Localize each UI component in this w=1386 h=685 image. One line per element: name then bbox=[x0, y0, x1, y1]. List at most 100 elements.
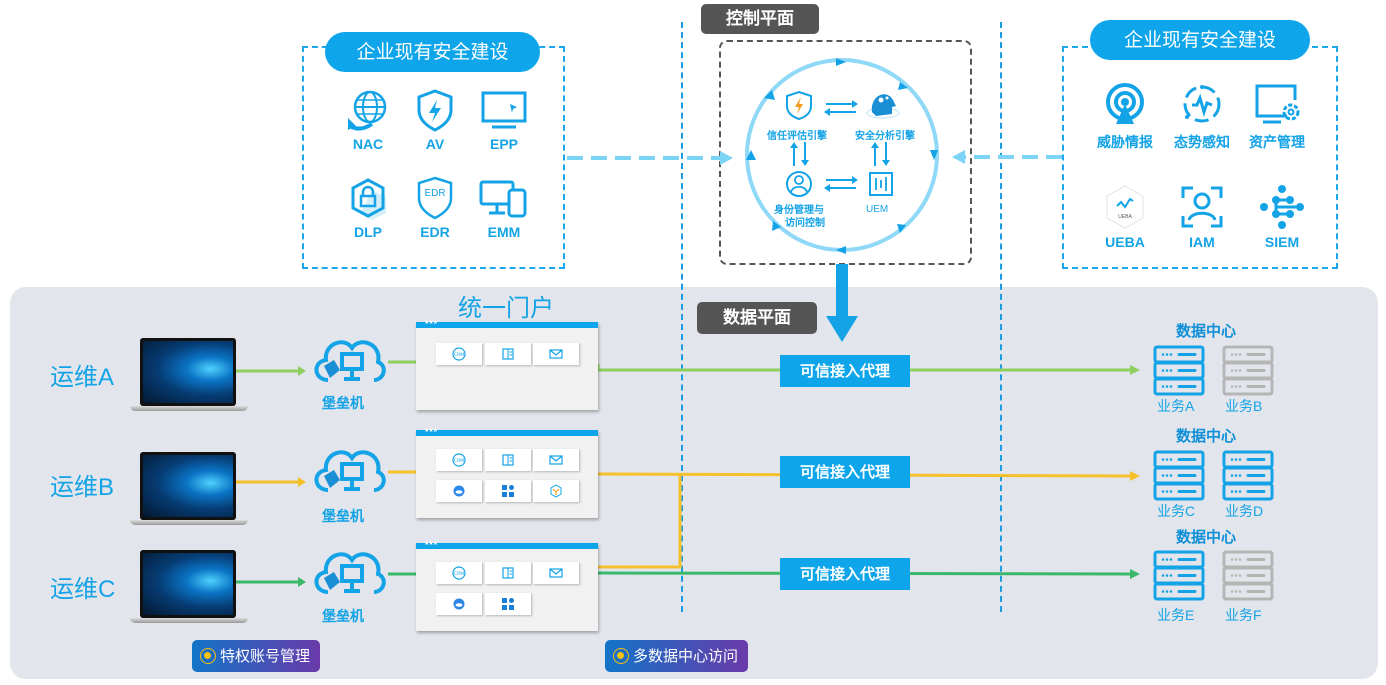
asset-mgmt-item: 资产管理 bbox=[1242, 82, 1312, 152]
service-label: 业务A bbox=[1157, 398, 1195, 414]
feature-multi-dc-access: 多数据中心访问 bbox=[605, 640, 749, 672]
laptop-b bbox=[130, 452, 248, 537]
cloud-icon bbox=[453, 598, 465, 610]
mail-tile[interactable] bbox=[533, 343, 579, 365]
feature-privileged-account: 特权账号管理 bbox=[192, 640, 321, 672]
user-c-label: 运维C bbox=[50, 576, 116, 603]
cloud-tile[interactable] bbox=[436, 480, 482, 502]
star-badge-icon bbox=[200, 648, 216, 664]
monitor-icon bbox=[481, 91, 527, 129]
pulse-icon bbox=[1183, 85, 1221, 123]
siem-label: SIEM bbox=[1264, 234, 1300, 250]
analysis-engine-label: 安全分析引擎 bbox=[855, 131, 915, 142]
window-dots: ★★★ bbox=[424, 427, 438, 434]
situation-awareness-label: 态势感知 bbox=[1174, 134, 1230, 150]
bastion-label-c: 堡垒机 bbox=[322, 609, 364, 625]
network-icon bbox=[1260, 185, 1304, 229]
ueba-label: UEBA bbox=[1105, 234, 1145, 250]
face-id-icon bbox=[1181, 186, 1223, 228]
crm-icon: CRM bbox=[452, 566, 466, 580]
apps-icon bbox=[502, 485, 514, 497]
cloud-icon bbox=[453, 485, 465, 497]
dlp-label: DLP bbox=[354, 224, 382, 240]
crm-tile[interactable]: CRM bbox=[436, 343, 482, 365]
nac-label: NAC bbox=[352, 136, 384, 152]
portal-window-a: ★★★ CRM bbox=[416, 319, 598, 410]
server-icon bbox=[1153, 345, 1205, 397]
data-center-title-1: 数据中心 bbox=[1176, 322, 1237, 340]
trusted-access-proxy-b: 可信接入代理 bbox=[780, 456, 910, 488]
server-icon bbox=[1222, 550, 1274, 602]
feature-label: 多数据中心访问 bbox=[633, 647, 739, 665]
bastion-cloud-icon-a bbox=[314, 340, 386, 382]
portal-title: 统一门户 bbox=[458, 294, 554, 322]
cloud-tile[interactable] bbox=[436, 593, 482, 615]
av-item: AV bbox=[400, 88, 470, 152]
threat-intel-item: 威胁情报 bbox=[1090, 82, 1160, 152]
bastion-label-b: 堡垒机 bbox=[322, 509, 364, 525]
monitor-gear-icon bbox=[1255, 84, 1300, 124]
server-icon bbox=[1222, 450, 1274, 502]
dlp-item: DLP bbox=[333, 176, 403, 240]
edr-item: EDR EDR bbox=[400, 176, 470, 240]
window-dots: ★★★ bbox=[424, 540, 438, 547]
edr-shield-icon: EDR bbox=[417, 176, 453, 220]
contacts-tile[interactable] bbox=[485, 562, 531, 584]
svg-text:CRM: CRM bbox=[454, 458, 464, 464]
ueba-item: UEBA UEBA bbox=[1090, 184, 1160, 250]
user-a-label: 运维A bbox=[50, 364, 115, 391]
mail-icon bbox=[549, 349, 563, 359]
epp-label: EPP bbox=[489, 136, 518, 152]
portal-window-c: ★★★ CRM bbox=[416, 540, 598, 631]
mail-icon bbox=[549, 455, 563, 465]
feature-label: 特权账号管理 bbox=[220, 647, 311, 665]
right-security-title: 企业现有安全建设 bbox=[1090, 20, 1310, 60]
trusted-access-proxy-c: 可信接入代理 bbox=[780, 558, 910, 590]
service-label: 业务B bbox=[1225, 398, 1263, 414]
contacts-tile[interactable] bbox=[485, 343, 531, 365]
apps-tile[interactable] bbox=[485, 593, 531, 615]
service-label: 业务E bbox=[1157, 607, 1195, 623]
shield-bolt-icon bbox=[417, 89, 453, 132]
data-center-title-3: 数据中心 bbox=[1176, 528, 1237, 546]
box-tile[interactable] bbox=[533, 480, 579, 502]
situation-awareness-item: 态势感知 bbox=[1167, 82, 1237, 152]
data-plane-tag: 数据平面 bbox=[697, 302, 817, 334]
laptop-a bbox=[130, 338, 248, 423]
apps-tile[interactable] bbox=[485, 480, 531, 502]
uem-label: UEM bbox=[866, 204, 889, 215]
crm-tile[interactable]: CRM bbox=[436, 562, 482, 584]
lock-hexagon-icon bbox=[351, 178, 386, 220]
left-security-connector bbox=[567, 151, 733, 165]
identity-label-line1: 身份管理与 bbox=[774, 205, 824, 216]
iam-item: IAM bbox=[1167, 184, 1237, 250]
emm-label: EMM bbox=[487, 224, 521, 240]
trusted-access-proxy-a: 可信接入代理 bbox=[780, 355, 910, 387]
crm-icon: CRM bbox=[452, 347, 466, 361]
trust-engine-label: 信任评估引擎 bbox=[767, 131, 827, 142]
box-icon bbox=[550, 484, 562, 498]
contacts-icon bbox=[502, 567, 514, 579]
server-icon bbox=[1153, 450, 1205, 502]
contacts-tile[interactable] bbox=[485, 449, 531, 471]
mail-icon bbox=[549, 568, 563, 578]
contacts-icon bbox=[502, 348, 514, 360]
crm-tile[interactable]: CRM bbox=[436, 449, 482, 471]
star-badge-icon bbox=[613, 648, 629, 664]
bastion-cloud-icon-b bbox=[314, 450, 386, 492]
svg-text:CRM: CRM bbox=[454, 352, 464, 358]
service-label: 业务F bbox=[1225, 607, 1262, 623]
mail-tile[interactable] bbox=[533, 562, 579, 584]
laptop-c bbox=[130, 550, 248, 635]
bastion-cloud-icon-c bbox=[314, 552, 386, 594]
radar-icon bbox=[1106, 83, 1144, 124]
data-center-title-2: 数据中心 bbox=[1176, 427, 1237, 445]
apps-icon bbox=[502, 598, 514, 610]
iam-label: IAM bbox=[1189, 234, 1215, 250]
control-plane-tag: 控制平面 bbox=[701, 4, 819, 34]
epp-item: EPP bbox=[469, 88, 539, 152]
server-icon bbox=[1222, 345, 1274, 397]
mail-tile[interactable] bbox=[533, 449, 579, 471]
user-b-label: 运维B bbox=[50, 474, 115, 501]
svg-text:CRM: CRM bbox=[454, 571, 464, 577]
